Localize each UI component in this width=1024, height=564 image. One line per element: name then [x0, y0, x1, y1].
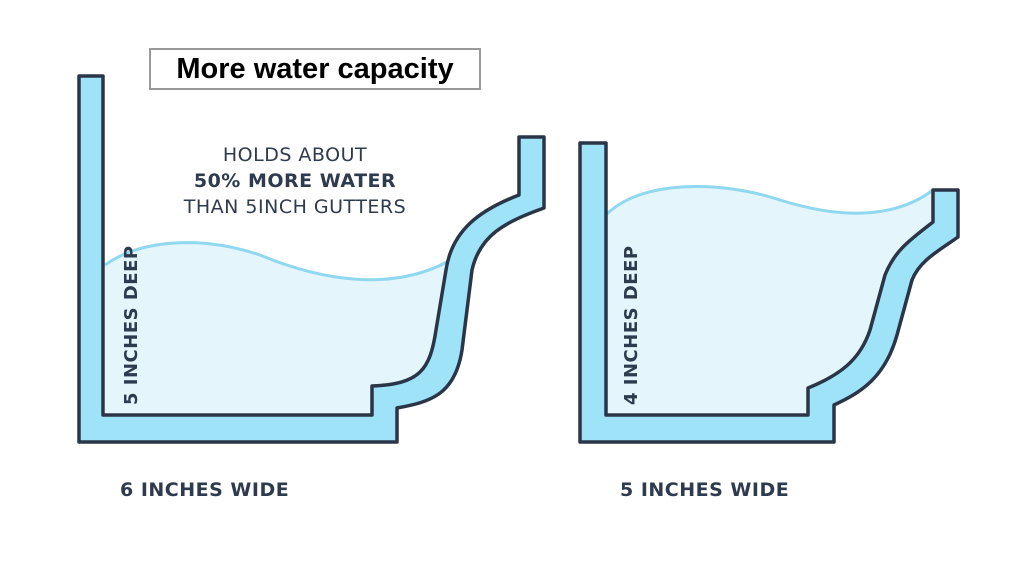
water-5-inch [606, 186, 933, 413]
water-surface-5-inch [604, 184, 934, 217]
callout-line-1: HOLDS ABOUT [222, 144, 368, 166]
depth-label-5-inch: 4 INCHES DEEP [621, 245, 642, 405]
width-label-6-inch: 6 INCHES WIDE [120, 479, 290, 501]
callout-line-2: 50% MORE WATER [193, 170, 397, 192]
gutter-6-inch [77, 74, 546, 444]
water-6-inch [105, 242, 447, 413]
water-surface-6-inch [104, 241, 448, 282]
callout-line-3: THAN 5INCH GUTTERS [183, 196, 407, 218]
depth-label-6-inch: 5 INCHES DEEP [121, 245, 142, 405]
capacity-callout: HOLDS ABOUT 50% MORE WATER THAN 5INCH GU… [160, 142, 430, 220]
page-title: More water capacity [149, 48, 481, 90]
gutter-5-inch [578, 141, 960, 444]
width-label-5-inch: 5 INCHES WIDE [620, 479, 790, 501]
